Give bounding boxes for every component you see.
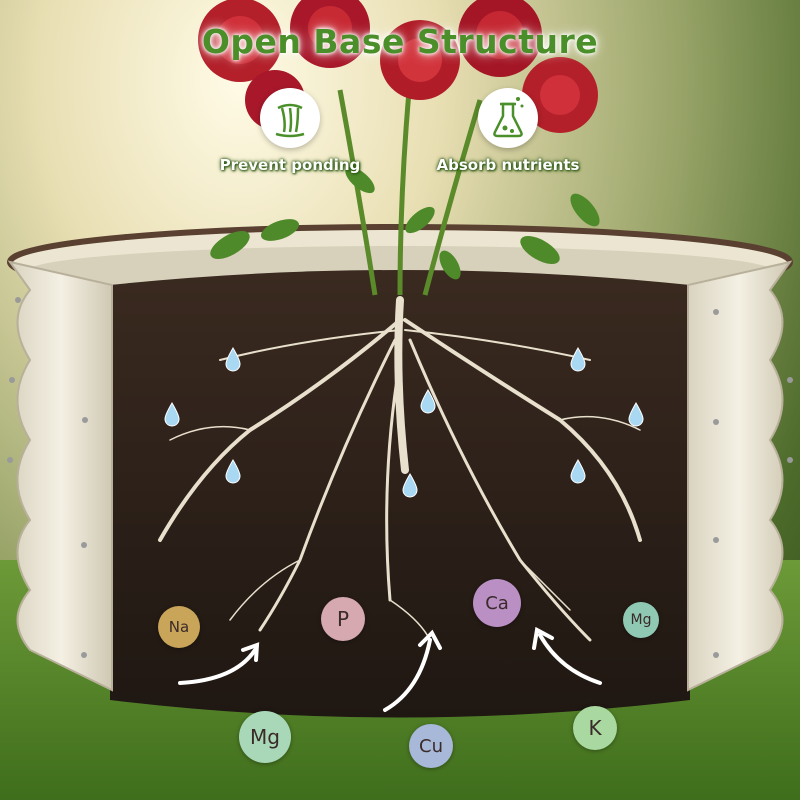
flask-icon [478,88,538,148]
nutrient-ca: Ca [473,579,521,627]
feature-absorb-nutrients: Absorb nutrients [408,88,608,174]
headline-title: Open Base Structure [201,22,599,61]
water-drain-icon [260,88,320,148]
feature-label: Prevent ponding [219,156,361,174]
rose-leaves [210,166,600,280]
feature-label: Absorb nutrients [436,156,580,174]
rose-stems [337,79,483,296]
soil-cross-section [110,270,690,718]
nutrient-k: K [573,706,617,750]
bolts [7,297,793,658]
right-planter-wall [687,260,793,692]
water-drops [164,347,644,498]
nutrient-p: P [321,597,365,641]
nutrient-mg-bottom: Mg [239,711,291,763]
nutrient-cu: Cu [409,724,453,768]
rose-flowers [198,0,598,133]
plant-roots [158,296,642,642]
feature-prevent-ponding: Prevent ponding [190,88,390,174]
nutrient-na: Na [158,606,200,648]
left-planter-wall [7,260,113,692]
nutrient-arrows [178,626,602,712]
nutrient-mg-right: Mg [623,602,659,638]
